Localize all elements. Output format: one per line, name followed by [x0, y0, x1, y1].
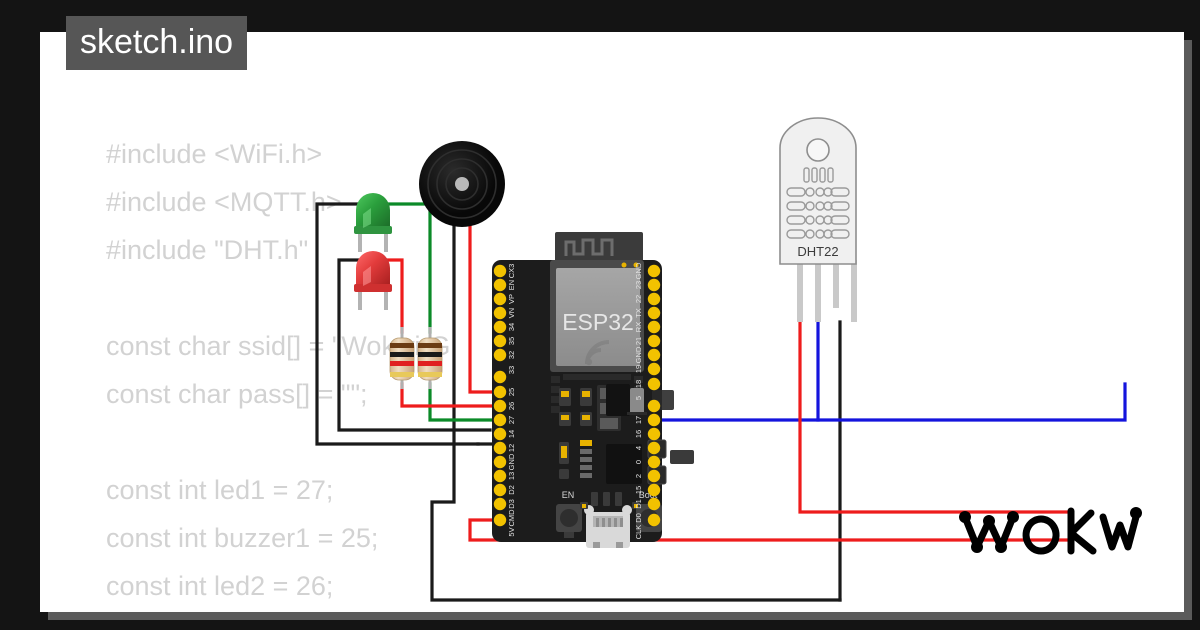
svg-text:D0: D0	[634, 513, 643, 523]
svg-text:GND: GND	[634, 346, 643, 363]
pin-header-right: GND 23 22 TX RX 21 GND 19 18 5 17 16 4 0	[634, 262, 661, 540]
svg-text:GND: GND	[634, 262, 643, 279]
svg-text:18: 18	[634, 380, 643, 388]
svg-text:27: 27	[507, 416, 516, 424]
svg-text:21: 21	[634, 337, 643, 345]
svg-text:25: 25	[507, 388, 516, 396]
dht22-label: DHT22	[797, 244, 838, 259]
dht22-sensor[interactable]: DHT22	[779, 117, 857, 322]
svg-text:CX3: CX3	[507, 264, 516, 279]
svg-text:D3: D3	[507, 499, 516, 509]
boot-button-label: Boot	[639, 490, 658, 500]
svg-text:26: 26	[507, 402, 516, 410]
diagram-canvas[interactable]: #include <WiFi.h> #include <MQTT.h> #inc…	[40, 32, 1184, 612]
svg-text:22: 22	[634, 295, 643, 303]
svg-text:GND: GND	[507, 453, 516, 470]
esp32-module-label: ESP32	[562, 309, 634, 335]
svg-text:5: 5	[634, 396, 643, 400]
wokwi-logo	[957, 501, 1142, 566]
red-led[interactable]	[354, 251, 392, 310]
svg-text:2: 2	[634, 474, 643, 478]
svg-text:CMD: CMD	[507, 509, 516, 527]
resistor-1[interactable]	[389, 327, 415, 389]
circuit-diagram: DHT22 ESP32	[315, 117, 1127, 602]
svg-text:RX: RX	[634, 322, 643, 332]
svg-text:VN: VN	[507, 308, 516, 318]
svg-text:12: 12	[507, 444, 516, 452]
svg-text:D1: D1	[634, 499, 643, 509]
svg-text:33: 33	[507, 366, 516, 374]
file-tab-sketch-ino[interactable]: sketch.ino	[66, 16, 248, 70]
svg-text:35: 35	[507, 337, 516, 345]
svg-text:34: 34	[507, 323, 516, 331]
svg-text:13: 13	[507, 472, 516, 480]
svg-text:TX: TX	[634, 308, 643, 318]
en-button	[556, 504, 582, 538]
green-led[interactable]	[354, 193, 392, 252]
pin-header-left: CX3 EN VP VN 34 35 32 33 25 26 27 14 12 …	[493, 264, 516, 537]
svg-text:19: 19	[634, 365, 643, 373]
svg-text:0: 0	[634, 460, 643, 464]
svg-text:D2: D2	[507, 485, 516, 495]
en-button-label: EN	[562, 490, 575, 500]
svg-text:23: 23	[634, 281, 643, 289]
buzzer[interactable]	[419, 141, 505, 227]
svg-text:5V: 5V	[507, 527, 516, 536]
esp32-board[interactable]: ESP32	[492, 232, 694, 548]
svg-text:VP: VP	[507, 294, 516, 304]
svg-text:32: 32	[507, 351, 516, 359]
svg-text:17: 17	[634, 416, 643, 424]
code-editor-text: #include <WiFi.h> #include <MQTT.h> #inc…	[106, 139, 450, 601]
svg-text:16: 16	[634, 430, 643, 438]
svg-text:CLK: CLK	[634, 525, 643, 540]
svg-text:4: 4	[634, 446, 643, 450]
usb-connector	[580, 492, 640, 548]
svg-text:EN: EN	[507, 280, 516, 290]
svg-text:15: 15	[634, 486, 643, 494]
resistor-2[interactable]	[417, 327, 443, 389]
svg-text:14: 14	[507, 430, 516, 438]
